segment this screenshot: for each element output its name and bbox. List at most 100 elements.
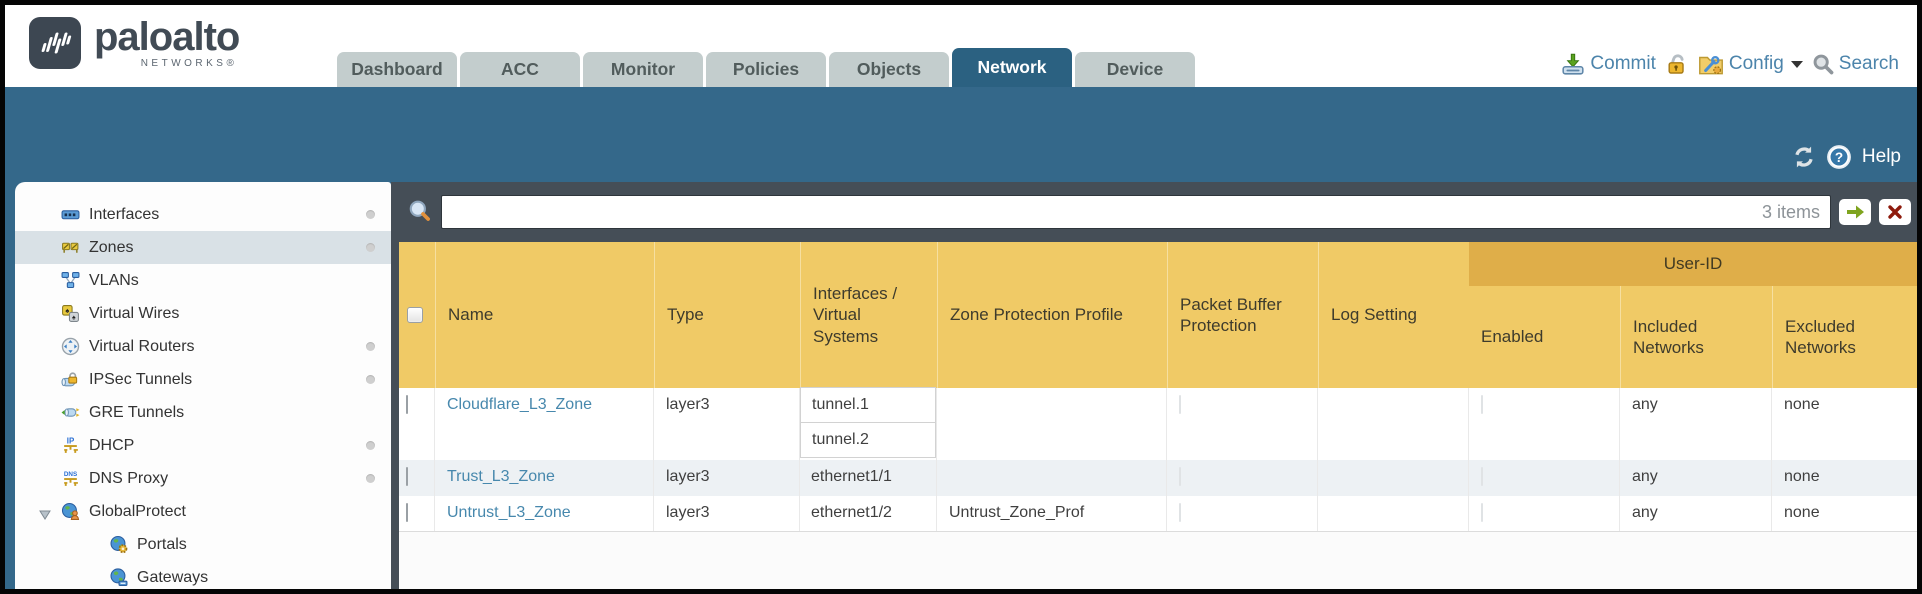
- zone-name-link[interactable]: Untrust_L3_Zone: [447, 504, 571, 521]
- help-icon[interactable]: ?: [1826, 144, 1852, 170]
- tab-policies[interactable]: Policies: [706, 52, 826, 87]
- sidebar-item-dns-proxy[interactable]: DNS DNS Proxy: [15, 462, 391, 495]
- config-icon: [1698, 55, 1723, 75]
- network-sidebar: Interfaces Zones VLANs: [15, 182, 391, 589]
- sidebar-item-interfaces[interactable]: Interfaces: [15, 198, 391, 231]
- column-header-interfaces[interactable]: Interfaces / Virtual Systems: [800, 242, 937, 388]
- interfaces-cell: tunnel.1 tunnel.2: [800, 387, 937, 460]
- config-dropdown[interactable]: Config: [1698, 52, 1803, 76]
- tab-dashboard[interactable]: Dashboard: [337, 52, 457, 87]
- interface-entry: tunnel.2: [800, 422, 936, 458]
- packet-buffer-protection-checkbox[interactable]: [1179, 395, 1181, 414]
- search-button[interactable]: Search: [1812, 53, 1899, 75]
- user-id-enabled-checkbox[interactable]: [1481, 395, 1483, 414]
- page-banner: ? Help: [5, 87, 1917, 182]
- sidebar-item-globalprotect[interactable]: GlobalProtect: [15, 495, 391, 528]
- status-dot: [366, 375, 375, 384]
- zone-name-link[interactable]: Cloudflare_L3_Zone: [447, 396, 592, 413]
- column-header-packet-buffer-protection[interactable]: Packet Buffer Protection: [1167, 242, 1318, 388]
- zone-name-cell: Trust_L3_Zone: [435, 460, 654, 496]
- tab-objects[interactable]: Objects: [829, 52, 949, 87]
- sidebar-item-dhcp[interactable]: IP DHCP: [15, 429, 391, 462]
- sidebar-item-zones[interactable]: Zones: [15, 231, 391, 264]
- sidebar-wrap: Interfaces Zones VLANs: [5, 182, 391, 589]
- zones-icon: [61, 238, 80, 257]
- excluded-networks-cell: none: [1784, 468, 1820, 485]
- user-id-enabled-cell: [1469, 496, 1620, 531]
- zone-protection-profile-cell: Untrust_Zone_Prof: [937, 496, 1167, 531]
- excluded-networks-cell: none: [1784, 396, 1820, 413]
- log-setting-cell: [1318, 496, 1469, 531]
- column-header-name[interactable]: Name: [435, 242, 654, 388]
- apply-filter-button[interactable]: [1839, 199, 1871, 225]
- row-checkbox[interactable]: [406, 503, 408, 522]
- packet-buffer-protection-cell: [1167, 460, 1318, 496]
- sidebar-item-label: VLANs: [89, 271, 139, 289]
- user-id-column-group: User-ID Enabled Included Networks Exclud…: [1469, 242, 1917, 388]
- row-checkbox[interactable]: [406, 395, 408, 414]
- group-header-user-id: User-ID: [1469, 242, 1917, 286]
- column-header-enabled[interactable]: Enabled: [1481, 327, 1544, 347]
- table-header: Name Type Interfaces / Virtual Systems Z…: [399, 242, 1917, 388]
- select-all-checkbox[interactable]: [407, 307, 423, 323]
- tab-network[interactable]: Network: [952, 48, 1072, 87]
- sidebar-item-label: Gateways: [137, 568, 209, 586]
- zone-type-cell: layer3: [654, 460, 800, 496]
- user-id-enabled-checkbox[interactable]: [1481, 503, 1483, 522]
- filter-bar: 3 items: [399, 182, 1917, 242]
- sidebar-item-label: IPSec Tunnels: [89, 370, 193, 388]
- tab-acc[interactable]: ACC: [460, 52, 580, 87]
- included-networks-cell: any: [1620, 496, 1772, 531]
- sidebar-item-portals[interactable]: Portals: [15, 528, 391, 561]
- banner-tools: ? Help: [1792, 144, 1901, 170]
- row-checkbox[interactable]: [406, 467, 408, 486]
- config-label: Config: [1728, 53, 1784, 74]
- column-header-excluded-networks[interactable]: Excluded Networks: [1772, 286, 1917, 388]
- filter-search-icon: [409, 200, 430, 221]
- filter-input[interactable]: 3 items: [441, 195, 1831, 229]
- packet-buffer-protection-checkbox[interactable]: [1179, 503, 1181, 522]
- log-setting-cell: [1318, 460, 1469, 496]
- interfaces-cell: ethernet1/1: [800, 460, 937, 496]
- interfaces-cell: ethernet1/2: [800, 496, 937, 531]
- brand-wordmark: paloalto NETWORKS®: [94, 17, 240, 69]
- commit-label: Commit: [1590, 53, 1656, 74]
- expand-triangle-icon[interactable]: [39, 507, 51, 525]
- packet-buffer-protection-checkbox[interactable]: [1179, 467, 1181, 486]
- help-label[interactable]: Help: [1861, 146, 1901, 167]
- sidebar-item-vlans[interactable]: VLANs: [15, 264, 391, 297]
- column-header-zone-protection-profile[interactable]: Zone Protection Profile: [937, 242, 1167, 388]
- zone-name-cell: Untrust_L3_Zone: [435, 496, 654, 531]
- sidebar-item-virtual-wires[interactable]: ♠♠ Virtual Wires: [15, 297, 391, 330]
- portals-icon: [109, 535, 128, 554]
- sidebar-item-ipsec-tunnels[interactable]: IPSec Tunnels: [15, 363, 391, 396]
- status-dot: [366, 243, 375, 252]
- sidebar-item-gateways[interactable]: Gateways: [15, 561, 391, 589]
- table-row: Untrust_L3_Zone layer3 ethernet1/2 Untru…: [399, 496, 1917, 532]
- column-header-log-setting[interactable]: Log Setting: [1318, 242, 1469, 388]
- virtual-wires-icon: ♠♠: [61, 304, 80, 323]
- dns-proxy-icon: DNS: [61, 469, 80, 488]
- user-id-enabled-checkbox[interactable]: [1481, 467, 1483, 486]
- commit-button[interactable]: Commit: [1561, 52, 1656, 76]
- tab-monitor[interactable]: Monitor: [583, 52, 703, 87]
- row-select-cell: [399, 388, 435, 460]
- excluded-networks-cell: none: [1784, 504, 1820, 521]
- item-count: 3 items: [1761, 201, 1820, 222]
- column-header-type[interactable]: Type: [654, 242, 800, 388]
- chevron-down-icon: [1790, 60, 1803, 68]
- sidebar-item-label: Interfaces: [89, 205, 160, 223]
- svg-text:♠: ♠: [65, 306, 69, 315]
- column-header-included-networks[interactable]: Included Networks: [1620, 286, 1772, 388]
- waveform-icon: [41, 32, 72, 54]
- unlock-icon[interactable]: [1665, 52, 1689, 76]
- refresh-icon[interactable]: [1792, 145, 1816, 169]
- clear-filter-button[interactable]: [1879, 199, 1911, 225]
- tab-device[interactable]: Device: [1075, 52, 1195, 87]
- sidebar-item-label: Virtual Wires: [89, 304, 180, 322]
- sidebar-item-gre-tunnels[interactable]: GRE Tunnels: [15, 396, 391, 429]
- sidebar-item-virtual-routers[interactable]: Virtual Routers: [15, 330, 391, 363]
- zone-name-link[interactable]: Trust_L3_Zone: [447, 468, 555, 485]
- row-select-cell: [399, 460, 435, 496]
- table-row: Cloudflare_L3_Zone layer3 tunnel.1 tunne…: [399, 387, 1917, 460]
